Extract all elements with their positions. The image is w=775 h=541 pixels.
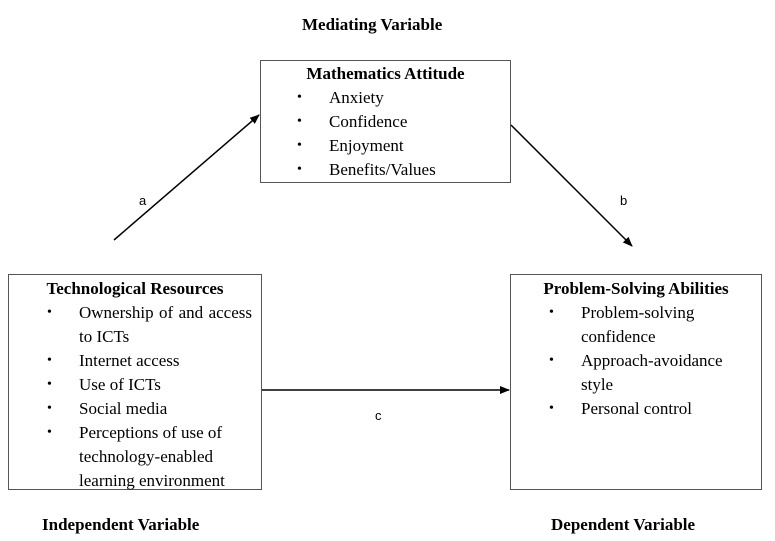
- list-item-text: Ownership of and access to ICTs: [79, 303, 252, 346]
- path-a-arrow: [113, 114, 260, 241]
- mathematics-attitude-list: • Anxiety • Confidence • Enjoyment • Ben…: [261, 86, 510, 182]
- bullet-icon: •: [297, 90, 302, 105]
- bullet-icon: •: [47, 377, 52, 392]
- problem-solving-abilities-list: • Problem-solving confidence • Approach-…: [511, 301, 761, 421]
- technological-resources-list: • Ownership of and access to ICTs • Inte…: [9, 301, 261, 493]
- mathematics-attitude-box: Mathematics Attitude • Anxiety • Confide…: [260, 60, 511, 183]
- list-item-text: Social media: [79, 399, 168, 418]
- list-item-text: Use of ICTs: [79, 375, 161, 394]
- bullet-icon: •: [297, 138, 302, 153]
- list-item: • Approach-avoidance style: [549, 349, 753, 397]
- bullet-icon: •: [549, 305, 554, 320]
- list-item-text: Internet access: [79, 351, 180, 370]
- mediating-variable-caption: Mediating Variable: [302, 15, 443, 34]
- list-item: • Social media: [47, 397, 252, 421]
- list-item-text: Confidence: [329, 112, 408, 131]
- list-item-text: Perceptions of use of technology-enabled…: [79, 423, 225, 490]
- bullet-icon: •: [549, 353, 554, 368]
- bullet-icon: •: [549, 401, 554, 416]
- bullet-icon: •: [297, 162, 302, 177]
- independent-variable-caption: Independent Variable: [42, 515, 200, 534]
- bullet-icon: •: [47, 401, 52, 416]
- list-item-text: Enjoyment: [329, 136, 404, 155]
- list-item: • Use of ICTs: [47, 373, 252, 397]
- list-item: • Problem-solving confidence: [549, 301, 753, 349]
- path-b-arrow: [510, 124, 633, 247]
- path-b-label: b: [620, 193, 628, 208]
- list-item: • Internet access: [47, 349, 252, 373]
- list-item: • Anxiety: [297, 86, 510, 110]
- bullet-icon: •: [297, 114, 302, 129]
- list-item: • Personal control: [549, 397, 753, 421]
- dependent-variable-caption: Dependent Variable: [551, 515, 696, 534]
- bullet-icon: •: [47, 425, 52, 440]
- bullet-icon: •: [47, 305, 52, 320]
- bullet-icon: •: [47, 353, 52, 368]
- list-item-text: Approach-avoidance style: [581, 351, 723, 394]
- technological-resources-title: Technological Resources: [46, 279, 224, 298]
- problem-solving-abilities-title: Problem-Solving Abilities: [543, 279, 729, 298]
- list-item-text: Problem-solving confidence: [581, 303, 695, 346]
- list-item: • Enjoyment: [297, 134, 510, 158]
- list-item-text: Personal control: [581, 399, 692, 418]
- problem-solving-abilities-box: Problem-Solving Abilities • Problem-solv…: [510, 274, 762, 490]
- list-item: • Benefits/Values: [297, 158, 510, 182]
- path-c-label: c: [375, 408, 382, 423]
- mathematics-attitude-title: Mathematics Attitude: [306, 64, 465, 83]
- list-item-text: Benefits/Values: [329, 160, 436, 179]
- list-item: • Ownership of and access to ICTs: [47, 301, 252, 349]
- technological-resources-box: Technological Resources • Ownership of a…: [8, 274, 262, 490]
- list-item: • Confidence: [297, 110, 510, 134]
- path-a-label: a: [139, 193, 147, 208]
- list-item: • Perceptions of use of technology-enabl…: [47, 421, 252, 493]
- list-item-text: Anxiety: [329, 88, 384, 107]
